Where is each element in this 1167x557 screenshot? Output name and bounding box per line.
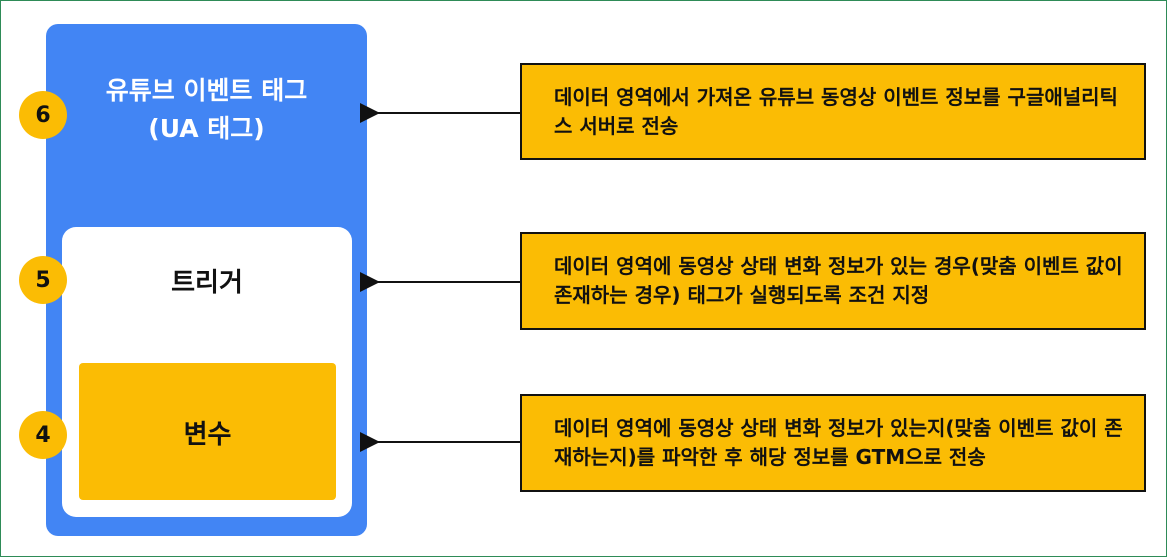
variable-label: 변수 xyxy=(183,420,232,450)
variable-panel xyxy=(79,363,336,500)
description-variable-text: 데이터 영역에 동영상 상태 변화 정보가 있는지(맞춤 이벤트 값이 존재하는… xyxy=(554,416,1123,469)
tag-title-line1: 유튜브 이벤트 태그 xyxy=(105,76,308,105)
description-tag-text: 데이터 영역에서 가져온 유튜브 동영상 이벤트 정보를 구글애널리틱스 서버로… xyxy=(554,84,1118,138)
step-badge-4: 4 xyxy=(19,411,67,459)
description-variable: 데이터 영역에 동영상 상태 변화 정보가 있는지(맞춤 이벤트 값이 존재하는… xyxy=(520,394,1146,492)
description-trigger: 데이터 영역에 동영상 상태 변화 정보가 있는 경우(맞춤 이벤트 값이 존재… xyxy=(520,232,1146,330)
description-trigger-text: 데이터 영역에 동영상 상태 변화 정보가 있는 경우(맞춤 이벤트 값이 존재… xyxy=(554,254,1123,307)
step-badge-6: 6 xyxy=(19,91,67,139)
tag-title-line2: (UA 태그) xyxy=(148,114,265,143)
trigger-label: 트리거 xyxy=(171,268,243,298)
description-tag: 데이터 영역에서 가져온 유튜브 동영상 이벤트 정보를 구글애널리틱스 서버로… xyxy=(520,63,1146,160)
tag-title: 유튜브 이벤트 태그 (UA 태그) xyxy=(46,72,367,148)
step-badge-5: 5 xyxy=(19,256,67,304)
